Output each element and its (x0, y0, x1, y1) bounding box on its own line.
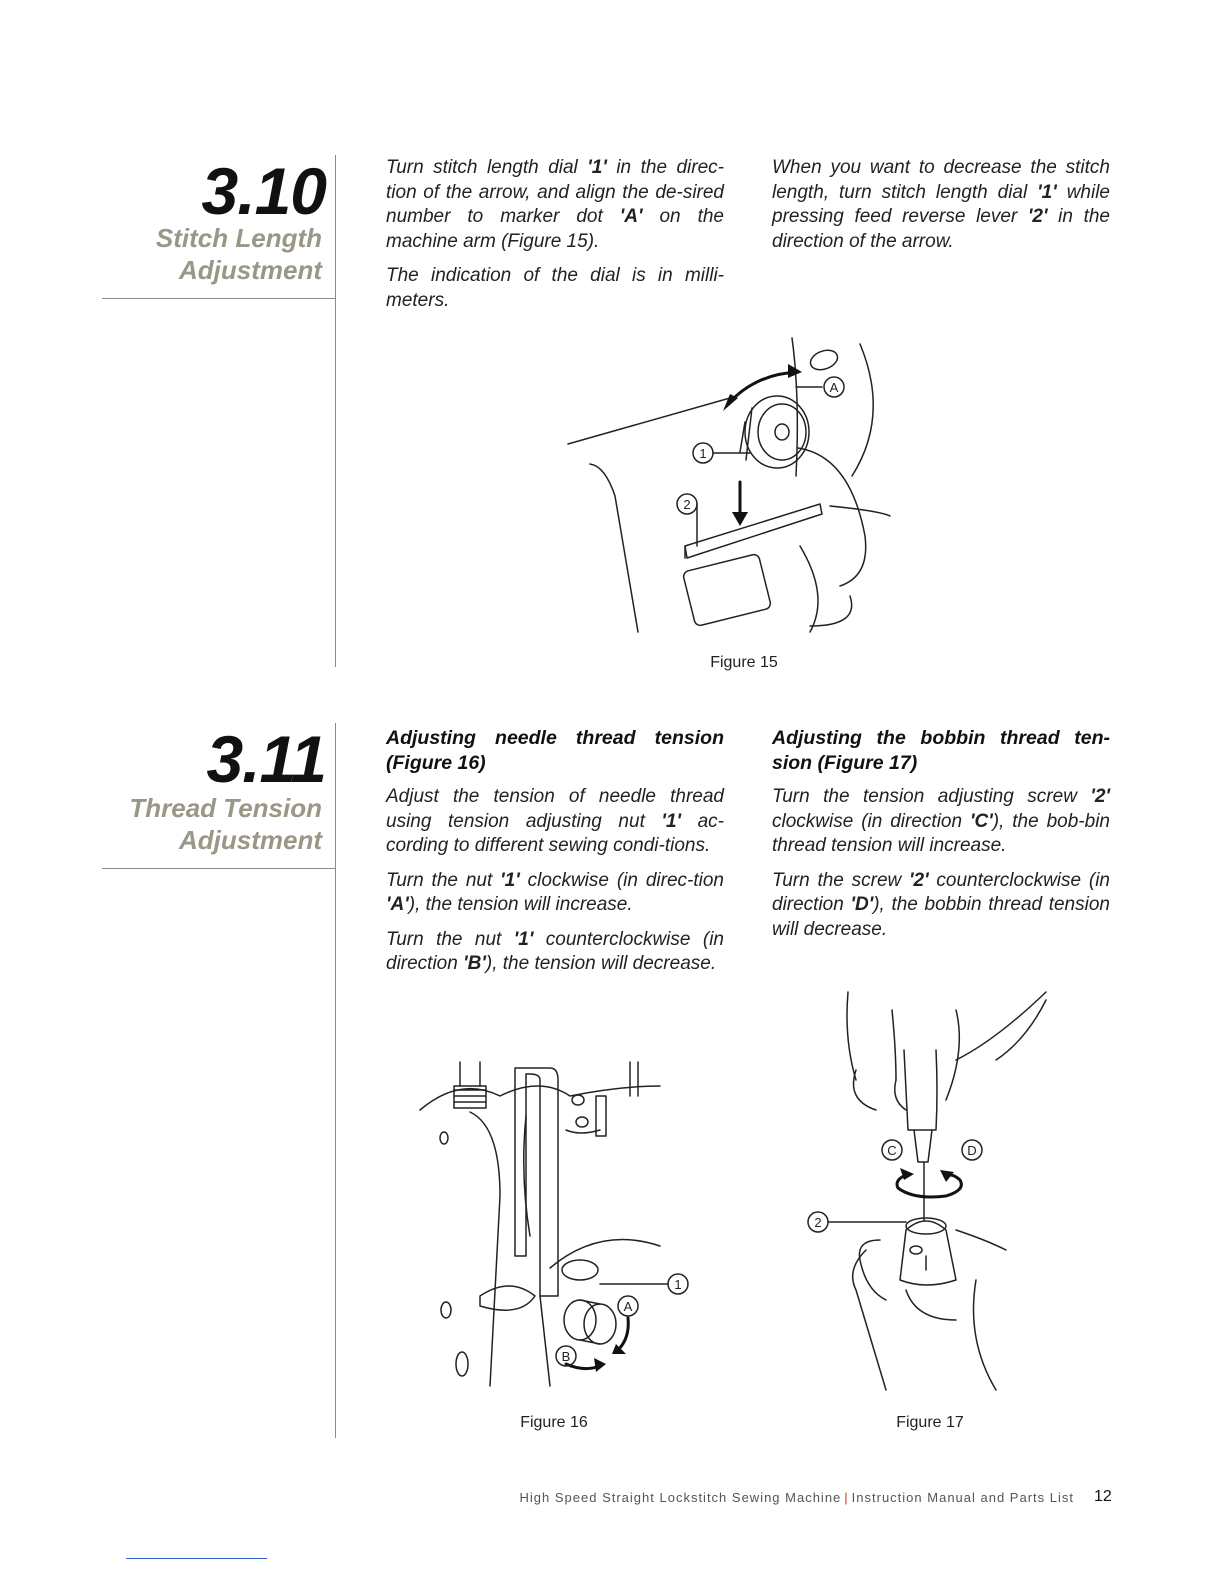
figure-16-illustration: 1 A B (419, 1061, 689, 1387)
subheading: Adjusting the bobbin thread ten-sion (Fi… (772, 727, 1110, 774)
figure-label-1: 1 (674, 1277, 681, 1292)
figure-label-a: A (624, 1299, 633, 1314)
figure-label-2: 2 (683, 497, 690, 512)
figure-16-caption: Figure 16 (520, 1414, 588, 1431)
section-title: Stitch Length Adjustment (156, 222, 322, 286)
paragraph: When you want to decrease the stitch len… (772, 157, 1110, 252)
section-title-line: Adjustment (179, 255, 322, 285)
footer-text: High Speed Straight Lockstitch Sewing Ma… (520, 1490, 1074, 1505)
left-vertical-rule-2 (335, 723, 336, 1438)
figure-label-1: 1 (699, 446, 706, 461)
bottom-underline (126, 1558, 267, 1559)
footer-manual-subtitle: Instruction Manual and Parts List (851, 1490, 1074, 1505)
subheading: Adjusting needle thread tension (Figure … (386, 727, 724, 774)
paragraph: Turn the nut '1' counterclockwise (in di… (386, 928, 724, 975)
page-number: 12 (1094, 1488, 1112, 1505)
paragraph: The indication of the dial is in milli-m… (386, 265, 724, 311)
footer-separator: | (844, 1490, 849, 1505)
figure-15-caption: Figure 15 (710, 654, 778, 671)
paragraph: Turn the tension adjusting screw '2' clo… (772, 786, 1110, 856)
section-title-line: Adjustment (179, 825, 322, 855)
section-3-10-rule (102, 298, 335, 299)
section-3-11-right-column: Adjusting the bobbin thread ten-sion (Fi… (772, 726, 1110, 952)
section-number: 3.11 (206, 722, 327, 796)
figure-label-a: A (830, 380, 839, 395)
section-number: 3.10 (201, 154, 327, 228)
paragraph: Turn stitch length dial '1' in the direc… (386, 157, 724, 252)
section-title: Thread Tension Adjustment (129, 792, 322, 856)
figure-label-b: B (562, 1349, 571, 1364)
paragraph: Turn the screw '2' counterclockwise (in … (772, 869, 1110, 940)
paragraph: Adjust the tension of needle thread usin… (386, 786, 724, 856)
section-title-line: Thread Tension (129, 793, 322, 823)
figure-label-c: C (887, 1143, 896, 1158)
figure-15-illustration: A 1 2 (567, 337, 891, 633)
figure-17-illustration: 2 C D (807, 991, 1047, 1391)
section-3-11-rule (102, 868, 335, 869)
paragraph: Turn the nut '1' clockwise (in direc-tio… (386, 869, 724, 916)
section-3-10-left-column: Turn stitch length dial '1' in the direc… (386, 156, 724, 323)
section-title-line: Stitch Length (155, 223, 322, 253)
section-3-10-right-column: When you want to decrease the stitch len… (772, 156, 1110, 264)
figure-17-caption: Figure 17 (896, 1414, 964, 1431)
left-vertical-rule (335, 155, 336, 667)
section-3-11-left-column: Adjusting needle thread tension (Figure … (386, 726, 724, 987)
figure-label-2: 2 (814, 1215, 821, 1230)
figure-label-d: D (967, 1143, 976, 1158)
footer-manual-title: High Speed Straight Lockstitch Sewing Ma… (519, 1490, 842, 1505)
